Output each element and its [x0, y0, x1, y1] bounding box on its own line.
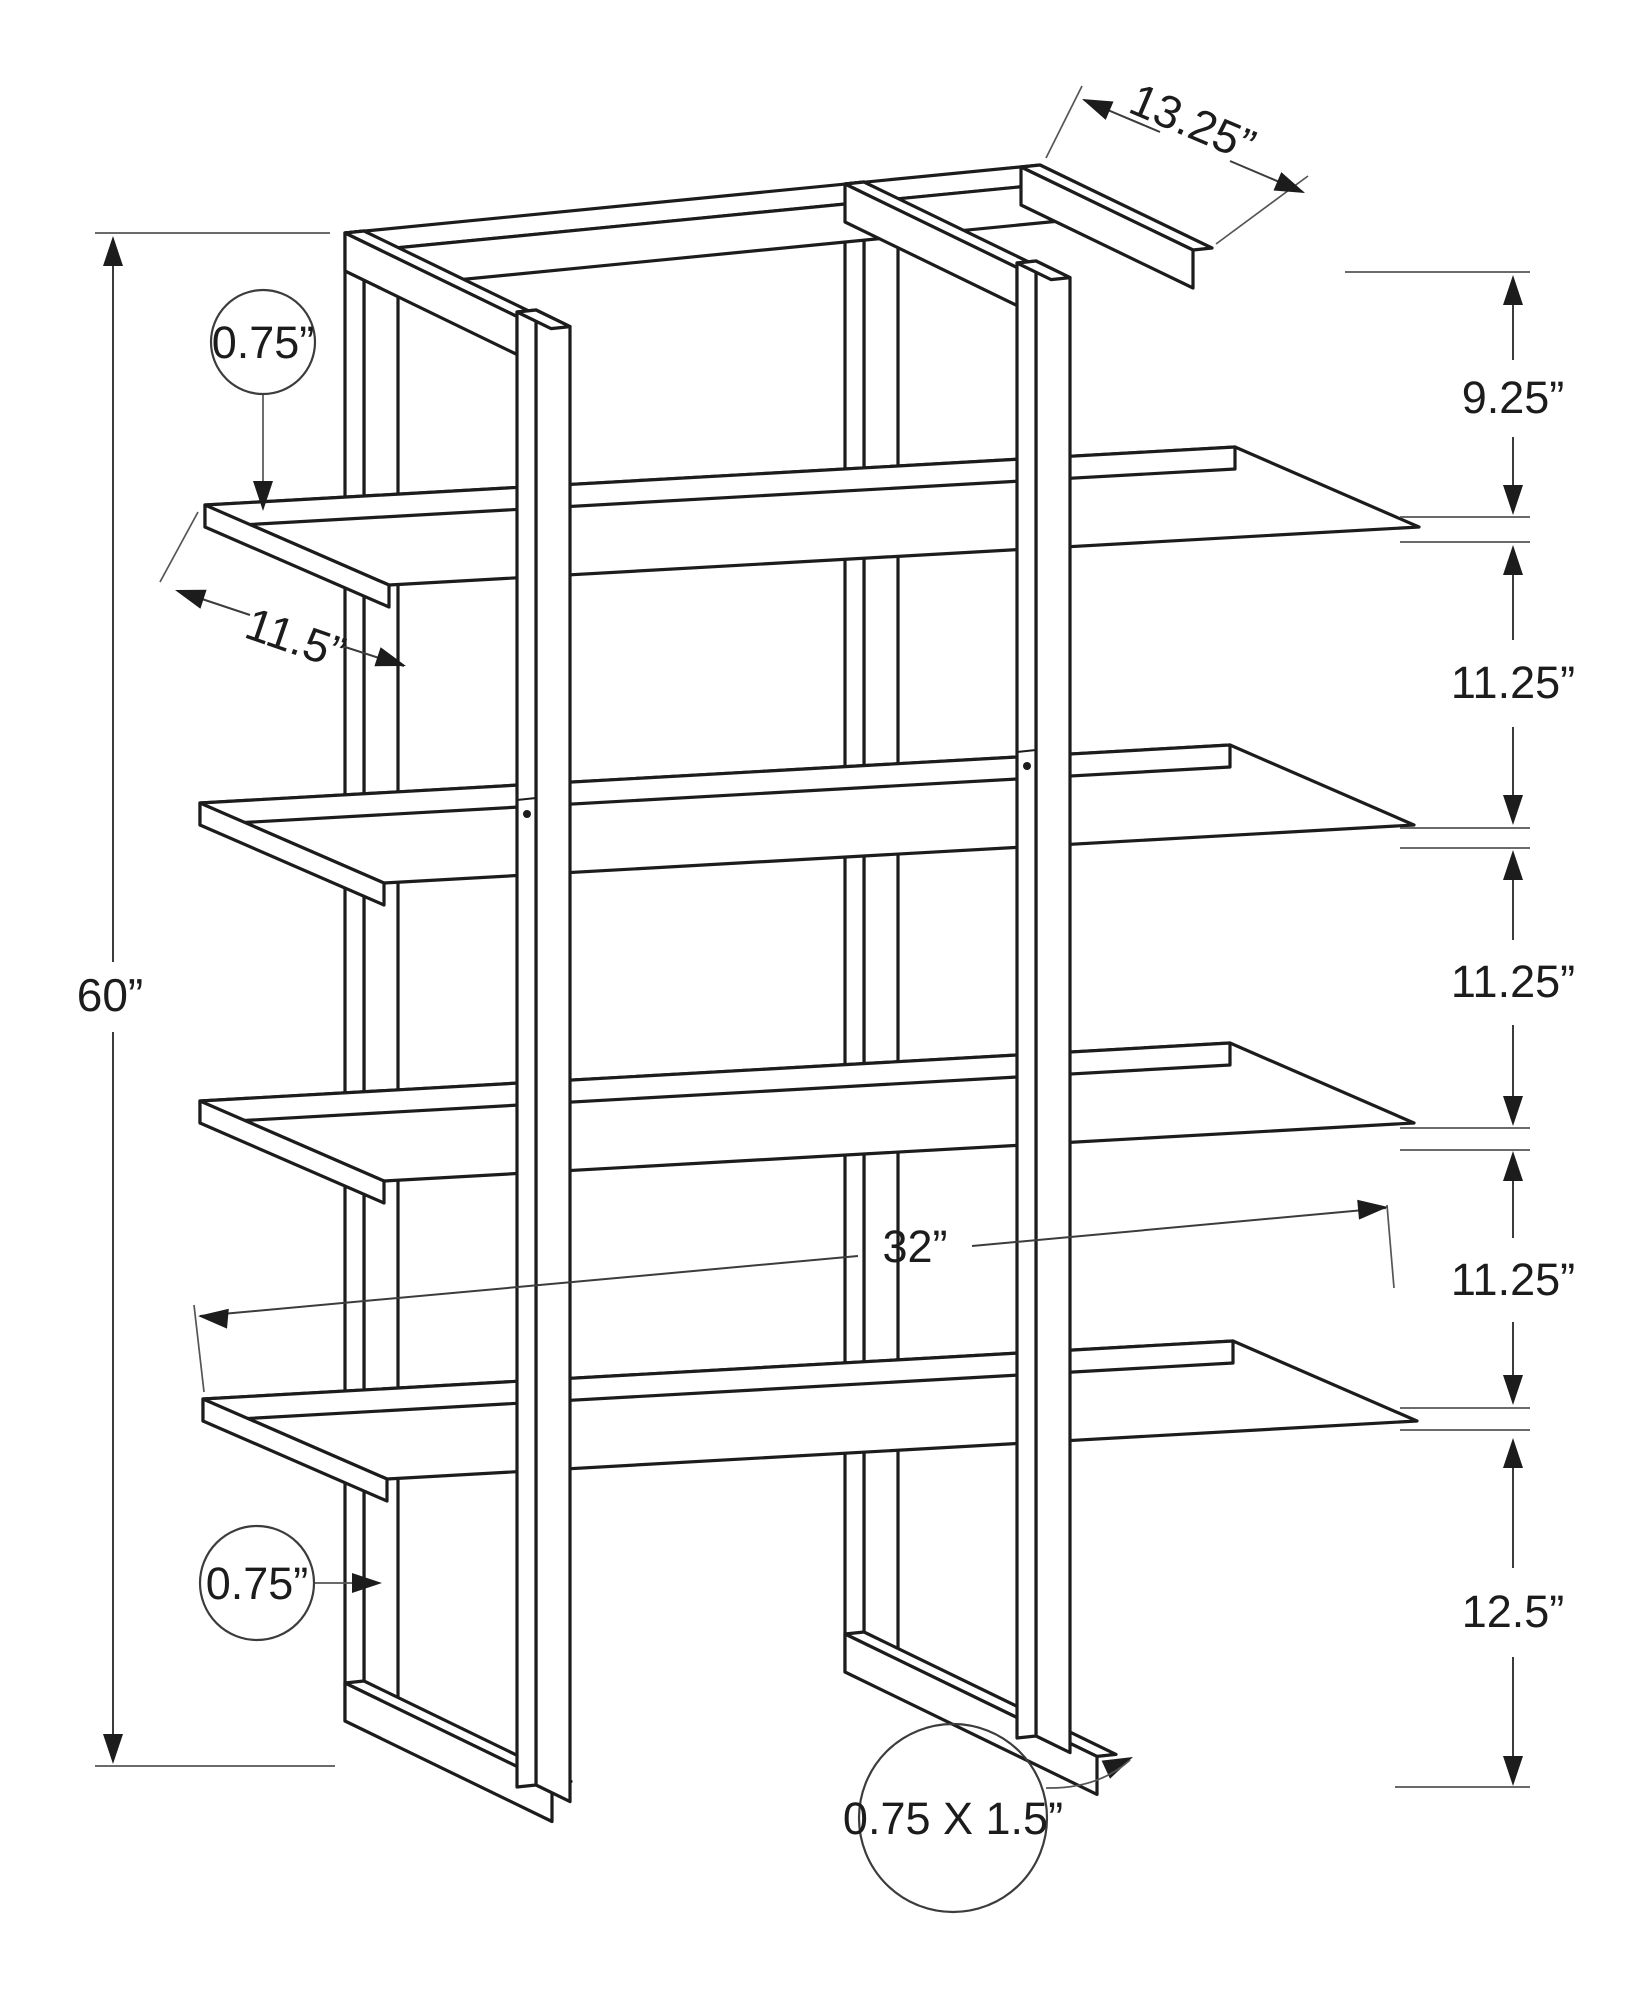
span-right-ext: [1386, 1204, 1395, 1289]
front-right-post-side: [1034, 259, 1072, 1755]
shelf-depth-arrow-right: [374, 647, 406, 667]
depth-arrow-right: [1273, 172, 1305, 193]
dimension-label-depth: 13.25”: [1123, 73, 1263, 172]
dimension-label-shelf-span: 32”: [882, 1221, 947, 1272]
shelf-2-left-end: [198, 801, 386, 907]
rear-right-post-side: [862, 180, 900, 1689]
gap4-arrow-up: [1503, 1151, 1523, 1181]
gap2-arrow-down: [1503, 795, 1523, 825]
shelf-3-left-end: [198, 1099, 386, 1205]
front-right-post-seam: [1016, 749, 1037, 753]
shelf-1-left-end: [203, 503, 391, 609]
top-right-beam-side: [1019, 165, 1195, 290]
front-left-post-top: [515, 308, 572, 331]
dimension-label-gap-3: 11.25”: [1451, 956, 1575, 1007]
callout-circle-post-width: [198, 1524, 316, 1642]
dimension-label-gap-2: 11.25”: [1451, 657, 1575, 708]
gap-bottom-arrow-up: [1503, 1438, 1523, 1468]
front-right-post-top: [1015, 259, 1072, 282]
gap4-arrow-down: [1503, 1375, 1523, 1405]
dimension-label-shelf-thickness: 0.75”: [212, 317, 315, 368]
callout-circle-rail-section: [857, 1722, 1049, 1914]
gap3-arrow-down: [1503, 1096, 1523, 1126]
gap-top-arrow-down: [1503, 485, 1523, 515]
connector-bolt-dot: [1023, 762, 1031, 770]
dimension-label-rail-section: 0.75 X 1.5”: [843, 1793, 1063, 1844]
depth-arrow-left: [1082, 99, 1114, 120]
height-arrow-down: [103, 1734, 123, 1764]
shelving-unit-structure: [198, 163, 1421, 1824]
span-dim-a: [199, 1255, 859, 1317]
span-dim-b: [971, 1207, 1387, 1247]
front-right-post-front: [1015, 259, 1038, 1740]
dimension-label-gap-top: 9.25”: [1462, 372, 1565, 423]
connector-bolt-dot: [523, 810, 531, 818]
height-arrow-up: [103, 236, 123, 266]
shelf-thickness-arrow: [253, 481, 273, 511]
gap3-arrow-up: [1503, 850, 1523, 880]
shelf-depth-arrow-left: [175, 589, 207, 609]
front-left-post-seam: [516, 797, 537, 801]
left-bottom-rail-side: [343, 1681, 554, 1824]
span-arrow-right: [1357, 1199, 1388, 1220]
dimension-label-shelf-depth: 11.5”: [239, 597, 352, 679]
front-left-post-side: [534, 308, 572, 1804]
dimension-label-gap-bottom: 12.5”: [1462, 1586, 1565, 1637]
callout-circle-shelf-thickness: [209, 288, 317, 396]
right-bottom-rail-side: [843, 1632, 1099, 1796]
post-width-arrow: [352, 1573, 382, 1593]
gap2-arrow-up: [1503, 545, 1523, 575]
callout-circles: [198, 288, 1131, 1914]
dimension-label-post-width: 0.75”: [206, 1558, 309, 1609]
dimension-label-overall-height: 60”: [77, 969, 143, 1021]
rear-left-post-front: [343, 229, 366, 1723]
front-left-post-front: [515, 308, 538, 1789]
dimension-label-gap-4: 11.25”: [1451, 1254, 1575, 1305]
gap-bottom-arrow-down: [1503, 1756, 1523, 1786]
span-left-ext: [193, 1304, 205, 1393]
dimension-labels: 13.25” 0.75” 11.5” 60” 9.25” 11.25” 11.2…: [77, 73, 1575, 1844]
shelf-depth-ext: [159, 511, 199, 583]
span-arrow-left: [198, 1308, 229, 1329]
gap-top-arrow-up: [1503, 275, 1523, 305]
rail-leader-line: [1045, 1759, 1131, 1789]
rear-left-post-side: [362, 229, 400, 1738]
shelf-4-left-end: [201, 1397, 389, 1503]
rail-section-arrow: [1101, 1757, 1133, 1779]
dimension-annotations: [95, 85, 1530, 1788]
depth-left-ext: [1045, 85, 1083, 159]
